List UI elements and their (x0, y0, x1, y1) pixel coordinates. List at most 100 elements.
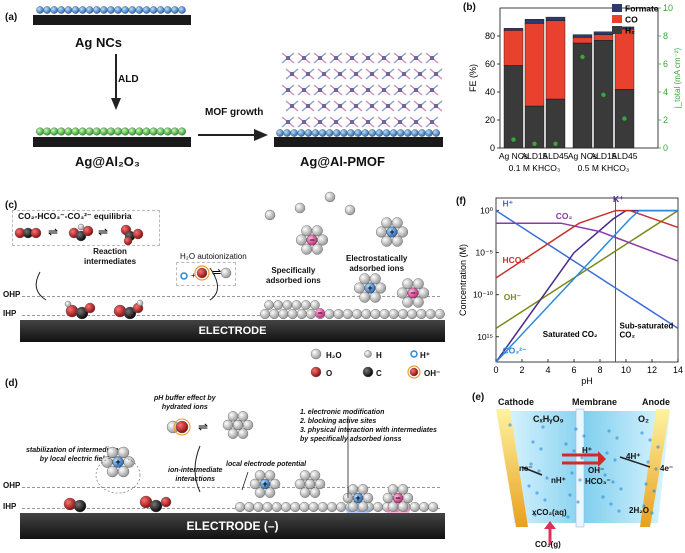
ag-nanocube (85, 6, 94, 14)
water-molecule (310, 300, 320, 310)
x-axis-label: pH (581, 376, 593, 386)
ag-nanocube (57, 6, 66, 14)
x-tick-label: 6 (571, 365, 576, 375)
equilibria-label: CO₂-HCO₃⁻-CO₃²⁻ equilibria (18, 211, 132, 221)
minus-sign: − (410, 288, 415, 298)
series-line (495, 209, 678, 363)
water-molecule (347, 501, 359, 512)
water-molecule (391, 217, 403, 229)
bubble (580, 456, 584, 460)
mof-node (398, 88, 402, 92)
autoionization-label: H₂O autoionization (180, 252, 247, 261)
ag-nanocube (71, 6, 80, 14)
buffer-label: pH buffer effect by hydrated ions (154, 395, 216, 411)
x-tick-label: 8 (597, 365, 602, 375)
mof-node (302, 56, 306, 60)
water-molecule (262, 501, 273, 512)
coated-nanocube (92, 127, 101, 136)
water-molecule (314, 478, 326, 490)
coated-nanocube (163, 127, 172, 136)
x-tick-label: 4 (545, 365, 550, 375)
ag-nanocube (297, 129, 306, 137)
plus-sign: + (191, 271, 196, 280)
bubble (564, 442, 568, 446)
y-axis-label: FE (%) (468, 64, 478, 92)
water-molecule (397, 501, 409, 512)
bubble (654, 467, 658, 471)
carbon-atom (362, 366, 374, 378)
plus-sign: + (389, 227, 394, 237)
proton (410, 350, 418, 358)
coated-nanocube (170, 127, 179, 136)
carbonate-molecules: ⇌⇌ (14, 223, 144, 246)
legend-h2o: H₂O (326, 351, 342, 360)
coated-nanocube (121, 127, 130, 136)
legend-entry: H₂ (625, 26, 635, 36)
water-molecule (416, 308, 427, 319)
plus-sign: + (115, 457, 120, 467)
mof-node (338, 104, 342, 108)
equilibrium-arrow: ⇌ (198, 420, 208, 434)
ag-nanocube (78, 6, 87, 14)
mof-node (302, 88, 306, 92)
group-label: 0.1 M KHCO₃ (509, 163, 561, 173)
coated-nanocube (156, 127, 165, 136)
equilibria-box (12, 210, 160, 246)
bar-h2 (545, 98, 566, 149)
mof-node (430, 56, 434, 60)
bubble (545, 476, 549, 480)
hydroxide (175, 420, 189, 434)
water-molecule (353, 282, 365, 294)
subsaturated-label: CO₂ (620, 330, 636, 339)
mof-node (338, 72, 342, 76)
bubble (531, 440, 535, 444)
water-molecule (412, 278, 424, 290)
legend-entry: CO (625, 15, 638, 25)
mof-node (286, 56, 290, 60)
mof-node (322, 72, 326, 76)
anode-label: Anode (642, 397, 670, 407)
bubble (527, 484, 531, 488)
minus-sign: − (309, 235, 314, 245)
ion (392, 492, 404, 504)
mof-node (354, 72, 358, 76)
water-molecule (359, 291, 371, 303)
substrate (33, 15, 191, 25)
water-molecule (281, 501, 292, 512)
ag-nanocube (171, 6, 179, 14)
plot-frame (495, 197, 679, 363)
y-tick-label: 10¹⁵ (477, 332, 493, 342)
y-axis-label: Concentration (M) (458, 244, 468, 316)
mof-node (402, 72, 406, 76)
water-molecule (409, 501, 420, 512)
water-molecule (227, 411, 239, 422)
water-molecule (369, 291, 381, 303)
mof-node (366, 120, 370, 124)
mof-node (366, 56, 370, 60)
water-molecule (333, 308, 344, 319)
carbon-atom (123, 306, 137, 320)
water-molecule (299, 470, 311, 481)
mof-node (290, 72, 294, 76)
water-molecule (269, 308, 280, 319)
mof-lattice (276, 52, 443, 137)
water-molecule (342, 308, 353, 319)
oxygen-atom (82, 225, 94, 237)
ag-nanocube (142, 6, 151, 14)
water-molecule (357, 501, 369, 512)
water-molecule (306, 308, 317, 319)
ag-nanocube (411, 129, 419, 137)
substrate (33, 137, 191, 147)
mof-node (382, 120, 386, 124)
panel-f-label: (f) (456, 196, 466, 207)
water-molecule (264, 470, 276, 481)
ag-nanocube (382, 129, 391, 137)
y2-axis-label: j_total (mA cm⁻²) (673, 48, 682, 110)
panel-e-label: (e) (472, 392, 485, 403)
arrow (619, 456, 651, 468)
mof-node (306, 104, 310, 108)
water-molecule (296, 308, 307, 319)
bar-co (503, 30, 524, 66)
x-tick-label: ALD15 (522, 151, 548, 161)
mof-node (350, 88, 354, 92)
